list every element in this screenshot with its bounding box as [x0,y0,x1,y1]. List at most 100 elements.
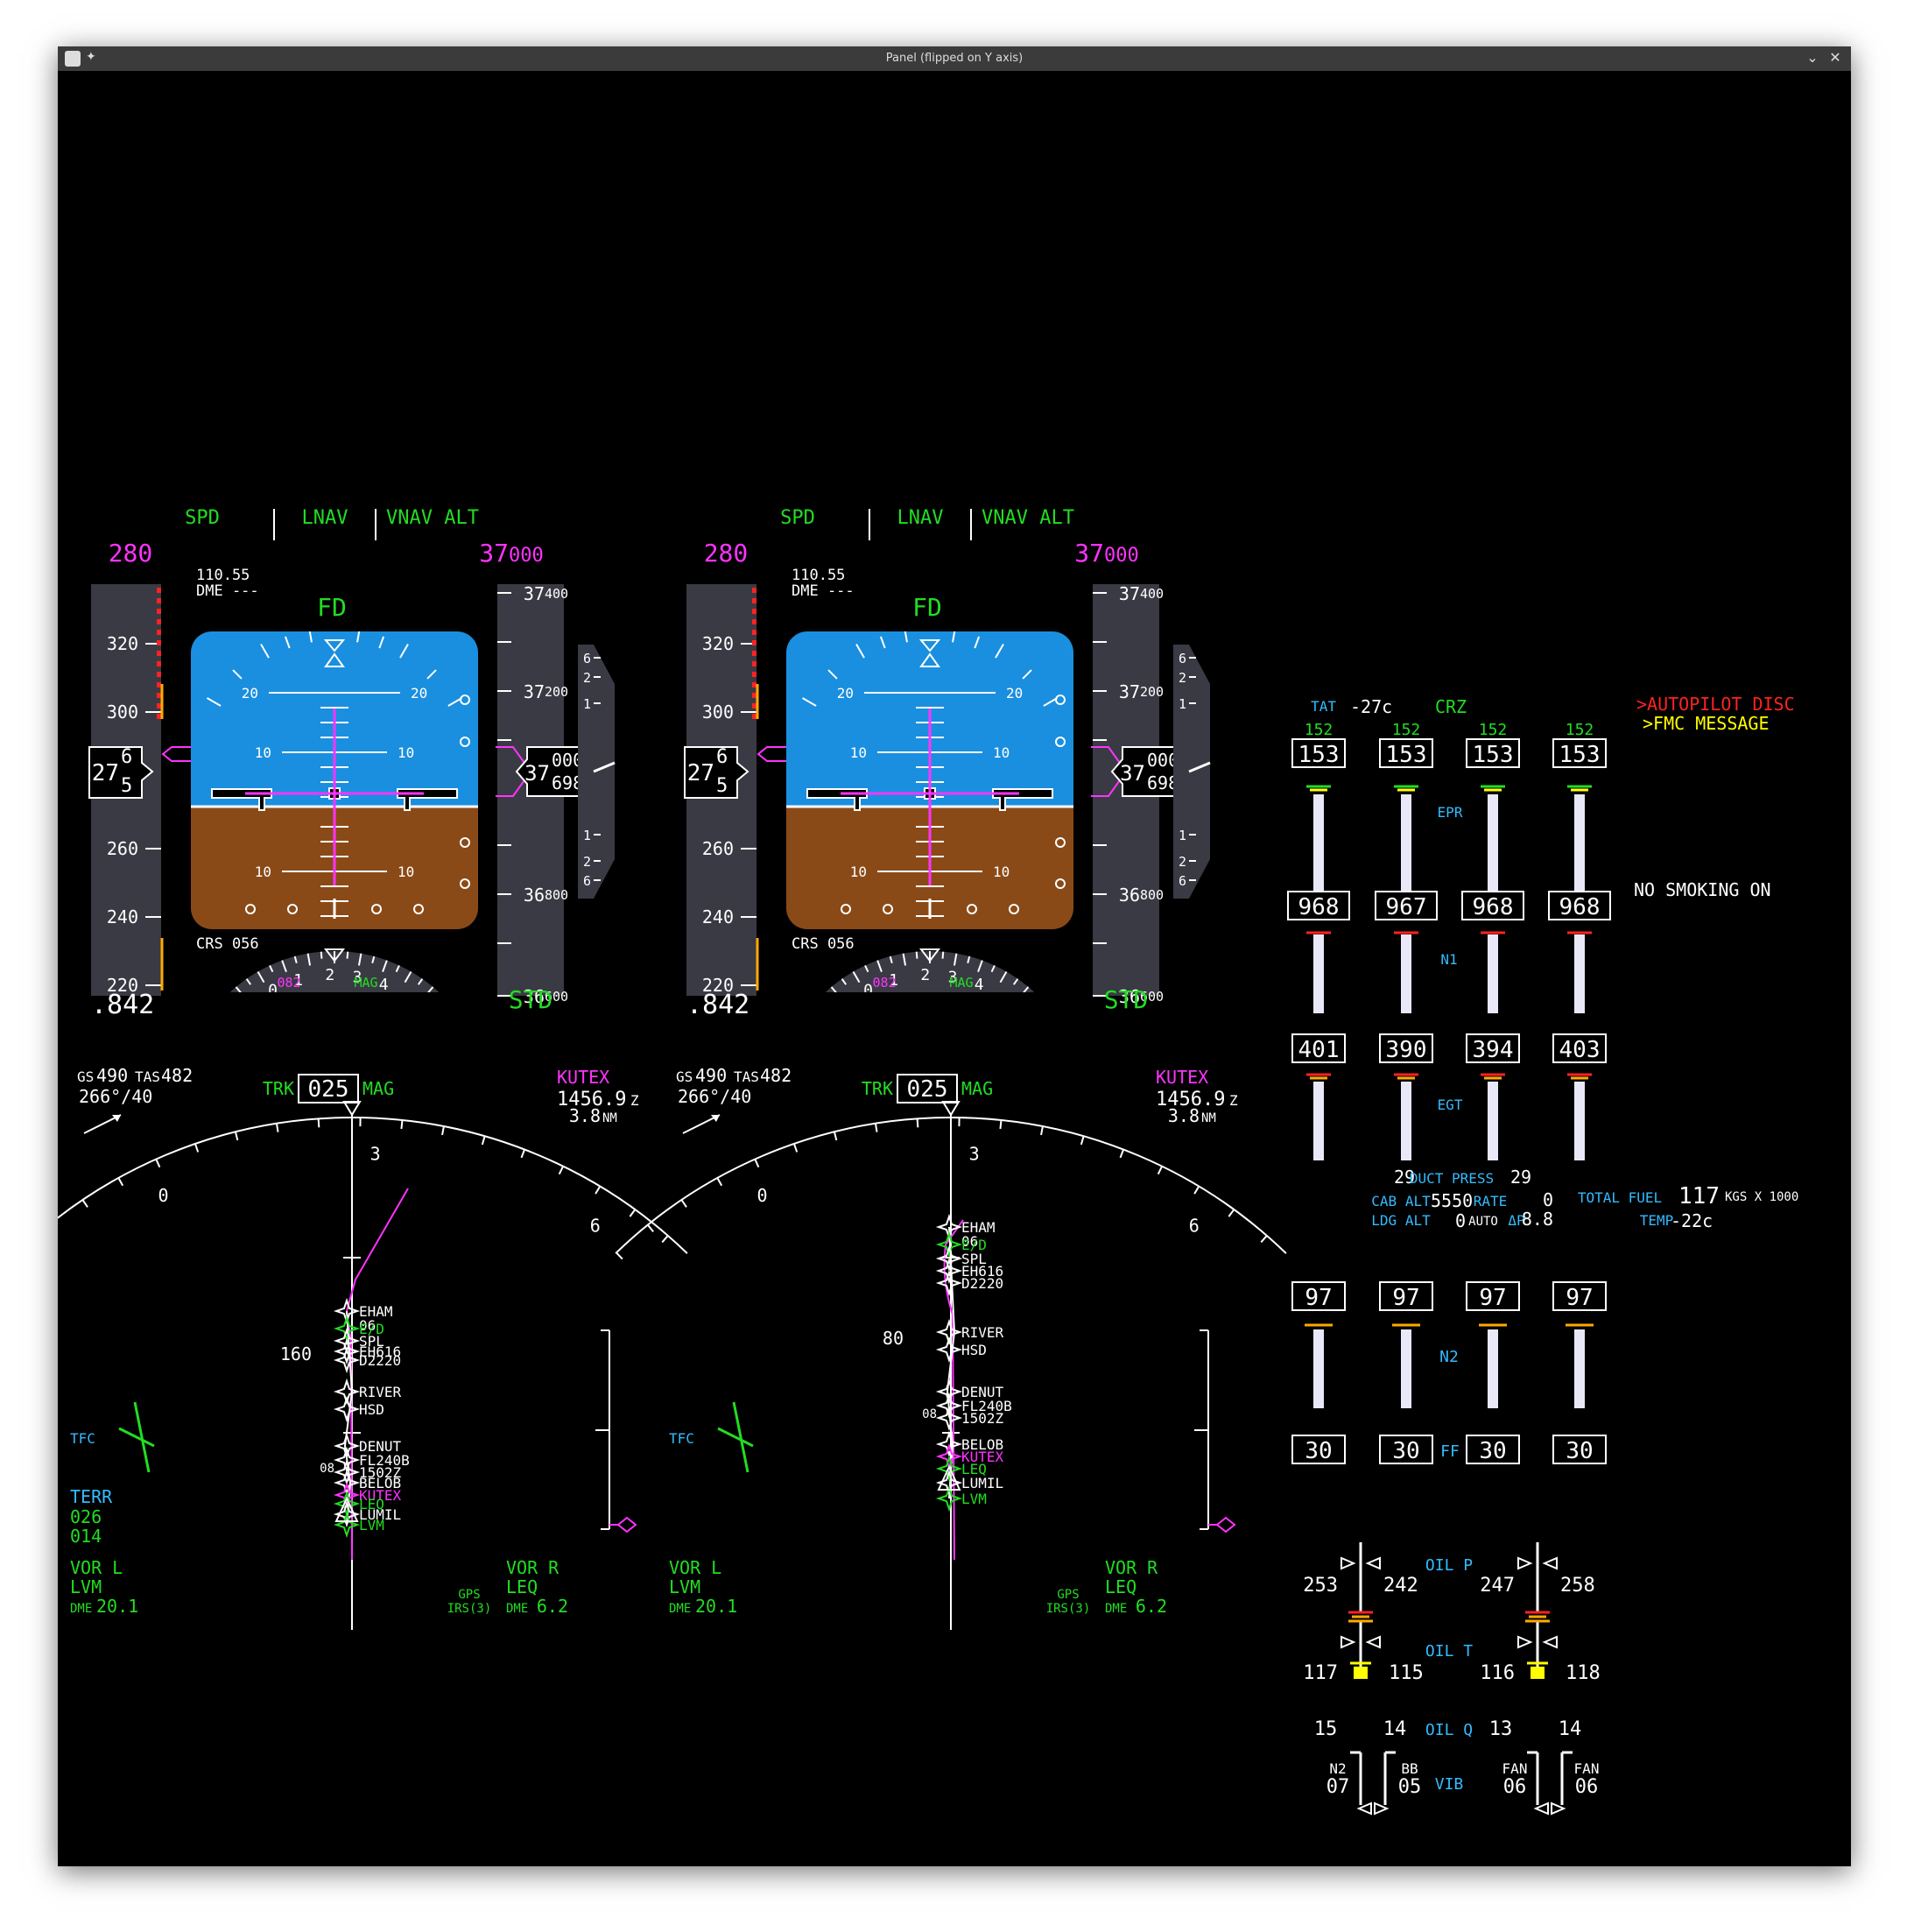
compass-label: 1 [293,971,303,990]
compass-label: 3 [353,968,362,986]
heading-box [298,1074,359,1103]
arc-tick [81,1199,88,1208]
vor-right-dme-label: DME [1105,1602,1127,1616]
waypoint-star [935,1230,963,1259]
altitude-tick-label: 37 [524,583,545,604]
compass-tick [1052,1028,1062,1034]
selected-heading-bug [732,1401,749,1473]
aircraft-symbol [334,1496,359,1522]
vsi-label: 1 [1179,828,1186,843]
vibration-source-label: N2 [1329,1760,1346,1777]
close-icon[interactable]: ✕ [1829,49,1841,66]
epr-value: 153 [1473,742,1514,768]
vsi-label: 2 [1179,670,1186,686]
fma-roll-mode: LNAV [302,507,348,529]
loc-scale-dot [883,904,893,914]
waypoint-label: LUMIL [961,1475,1003,1491]
epr-bar [1488,794,1498,891]
arc-tick [317,1118,320,1128]
vibration-source-label: BB [1401,1760,1418,1777]
compass-tick [438,996,443,1001]
heading-readout: 025 [308,1076,349,1103]
compass-tick [257,970,265,984]
selected-altitude-small: 000 [509,545,544,567]
oil-pressure-3: 247 [1480,1575,1515,1597]
arc-label: 6 [1189,1215,1200,1236]
range-marker-label: 80 [883,1328,904,1349]
n1-box [1548,891,1611,920]
baro-setting: STD [509,985,553,1014]
waypoint-label: DENUT [961,1384,1004,1400]
egt-value: 401 [1298,1037,1340,1063]
ff-value: 30 [1479,1438,1506,1464]
gs-label: GS [676,1068,693,1085]
aircraft-symbol [937,1464,961,1491]
overspeed-barber-pole [157,588,161,593]
minimize-chevron-icon[interactable]: ⌄ [1806,49,1819,66]
epr-reference: 152 [1566,721,1594,739]
duct-press-right: 29 [1510,1167,1531,1188]
wind-readout: 266°/40 [79,1086,152,1107]
n1-box [1375,891,1438,920]
compass-tick [915,951,918,959]
nav-frequency: 110.55 [196,567,250,584]
gs-scale-dot [1055,737,1066,747]
fma-speed-mode: SPD [780,507,815,529]
oil-pressure-pointer [1341,1556,1356,1570]
waypoint-label: DENUT [359,1438,402,1455]
oil-temp-3: 116 [1480,1662,1515,1684]
arc-tick [616,1252,623,1260]
overspeed-barber-pole [157,619,161,624]
pitch-label: 10 [398,744,414,761]
speed-readout-value: 27 [92,760,119,786]
selected-altitude-big: 37 [1074,539,1104,568]
bank-tick [1022,669,1032,680]
pin-icon[interactable]: ✦ [86,50,96,64]
altitude-tick-label: 36 [1119,986,1140,1007]
groundspeed: 490 [96,1065,128,1086]
heading-mag-label: MAG [961,1078,993,1099]
vor-left-ident: LVM [669,1576,700,1597]
cabin-rate: 0 [1543,1189,1553,1210]
vor-left-ident: LVM [70,1576,102,1597]
altitude-tick-label: 800 [1140,887,1164,903]
compass-tick [245,978,252,985]
mach-readout: .842 [91,990,154,1020]
waypoint-star [935,1392,963,1420]
compass-tick [1023,986,1030,992]
bank-tick [426,669,437,680]
vibration-source-label: FAN [1502,1760,1528,1777]
tas-label: TAS [734,1068,759,1085]
wind-arrow-head [112,1115,121,1122]
bank-tick [827,669,838,680]
pitch-label: 20 [411,685,427,702]
waypoint-star [935,1318,963,1346]
compass-label: 5 [407,991,417,1010]
oil-qty-1: 15 [1314,1718,1338,1740]
irs-label: IRS(3) [447,1602,492,1616]
waypoint-label: FL240B [961,1398,1012,1414]
loc-scale-dot [287,904,298,914]
bank-tick [974,636,981,649]
n2-bar [1488,1329,1498,1408]
altitude-tick-label: 600 [545,989,568,1005]
vor-right-ident: LEQ [506,1576,538,1597]
loc-scale-dot [371,904,382,914]
altitude-tick-label: 200 [1140,684,1164,700]
vibration-pointer [1374,1802,1390,1816]
arc-label: 0 [756,1185,767,1206]
compass-tick [852,970,861,984]
waypoint-star [333,1511,361,1539]
oil-temp-caution-band [1354,1667,1368,1679]
terrain-bottom: 014 [70,1526,102,1547]
active-waypoint-eta: 1456.9 [1156,1089,1225,1111]
title-bar[interactable]: ✦ Panel (flipped on Y axis) ⌄ ✕ [58,46,1851,71]
active-waypoint-distance: 3.8 [569,1105,601,1126]
overspeed-barber-pole [157,714,161,719]
duct-press-left: 29 [1394,1167,1415,1188]
track-label: TRK [862,1078,893,1099]
compass-tick [269,964,274,973]
ff-value: 30 [1566,1438,1593,1464]
